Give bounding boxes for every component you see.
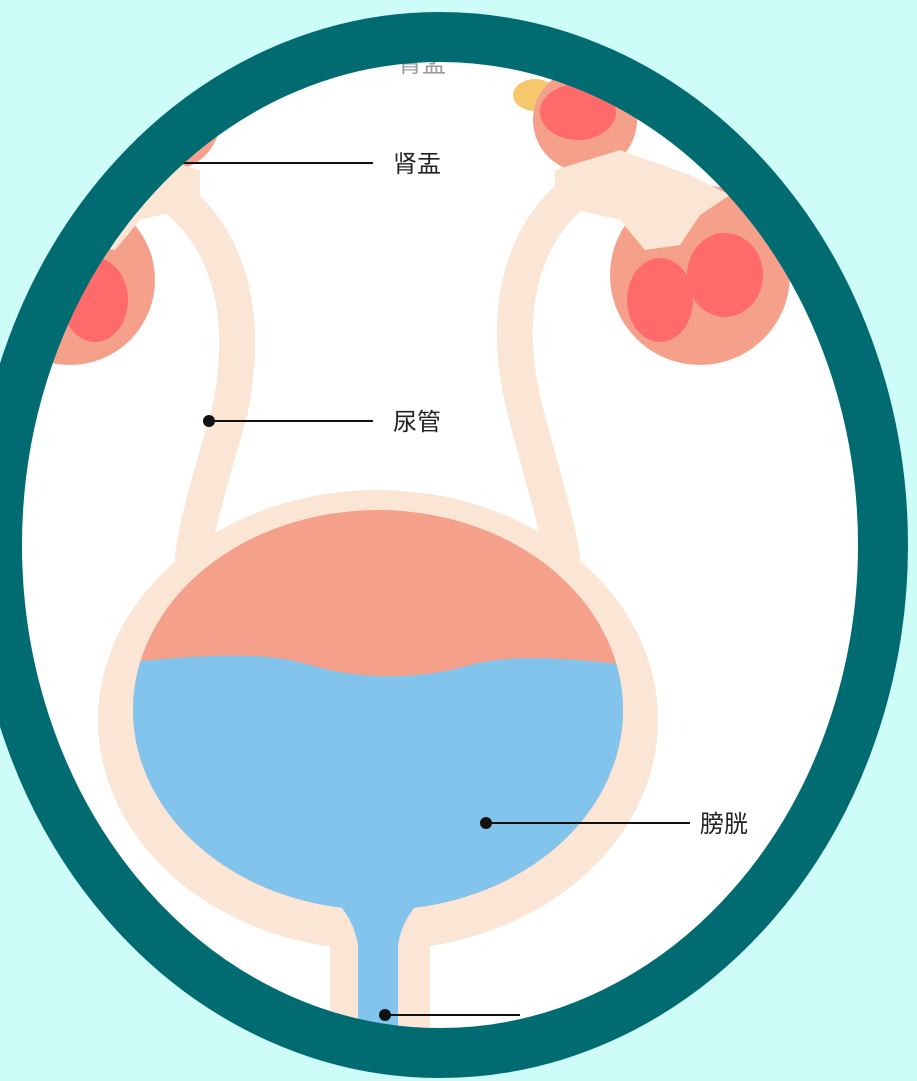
label-ureter: 尿管 [393, 408, 441, 436]
label-renal-pelvis: 肾盂 [393, 150, 441, 178]
label-bladder: 膀胱 [700, 810, 748, 838]
